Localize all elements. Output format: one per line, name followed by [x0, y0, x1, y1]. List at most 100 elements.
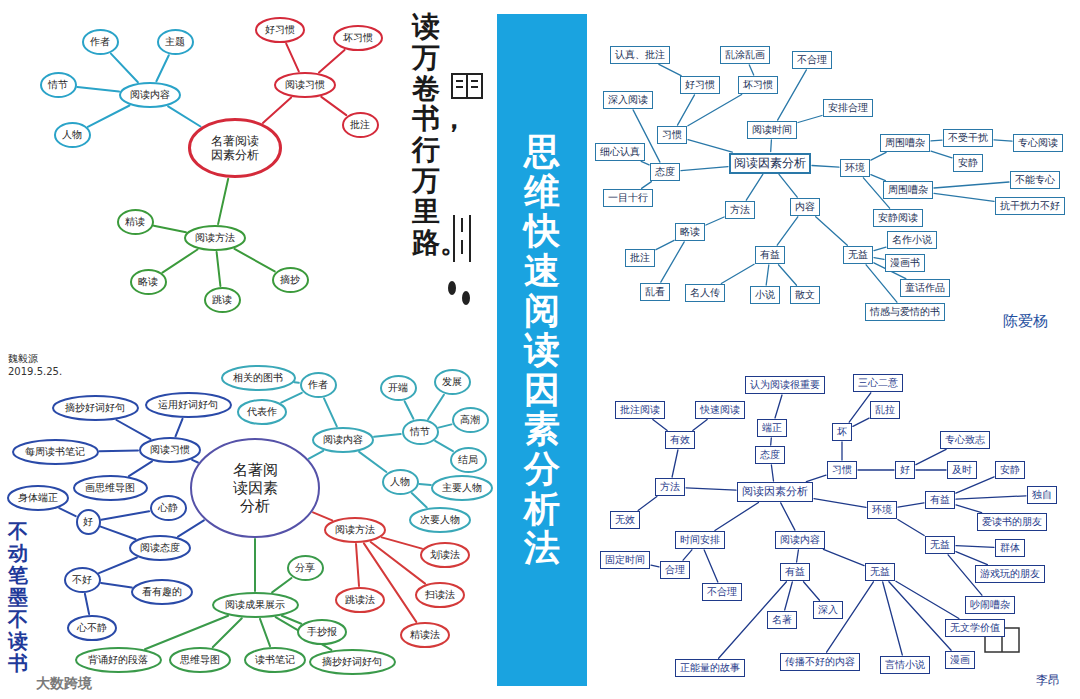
oval-shape [334, 26, 382, 50]
mind-map-oval: 次要人物 [409, 507, 471, 533]
mind-map-box: 名作小说 [887, 231, 937, 249]
mind-map-box: 端正 [757, 419, 787, 437]
oval-shape [185, 226, 245, 250]
connector-line [412, 493, 427, 507]
mind-map-box: 乱涂乱画 [720, 46, 770, 64]
connector-line [889, 582, 951, 651]
mind-map-oval: 跳读法 [335, 587, 385, 613]
mind-map-oval: 阅读成果展示 [212, 592, 299, 618]
connector-line [871, 175, 886, 181]
connector-line [770, 140, 772, 152]
title-band-text: 思维快速阅读因素分析法 [497, 14, 587, 686]
title-band [497, 14, 587, 686]
node-text: 名著阅读因素分析 [210, 134, 260, 163]
mind-map-box: 快速阅读 [695, 401, 745, 419]
connector-line [858, 469, 894, 470]
node-text: 阅读习惯 [150, 444, 190, 456]
oval-shape [401, 623, 449, 647]
connector-line [898, 503, 924, 507]
connector-line [101, 527, 136, 540]
node-text: 精读法 [410, 629, 440, 641]
node-text: 结局 [458, 454, 478, 466]
connector-line [816, 217, 848, 246]
mind-map-box: 不合理 [792, 51, 832, 69]
oval-shape [403, 420, 438, 444]
mind-map-oval: 阅读习惯 [139, 437, 201, 463]
signature: 陈爱杨 [1003, 312, 1048, 331]
oval-shape [74, 476, 147, 500]
node-text: 情感与爱情的书 [870, 306, 940, 318]
node-text: 作者 [90, 36, 110, 48]
mind-map-box: 传播不好的内容 [780, 653, 860, 671]
node-text: 独自 [1032, 489, 1052, 501]
connector-line [672, 450, 678, 477]
connector-line [931, 151, 952, 158]
connector-line [263, 98, 291, 123]
node-text: 固定时间 [605, 554, 645, 566]
oval-shape [288, 556, 323, 580]
connector-line [956, 477, 994, 493]
node-text: 摘抄好词好句 [322, 656, 382, 668]
oval-shape [298, 620, 346, 644]
connector-line [178, 520, 204, 536]
oval-shape [343, 113, 378, 137]
connector-line [806, 475, 826, 482]
connector-line [797, 550, 799, 562]
connector-line [715, 503, 759, 531]
connector-line [688, 95, 742, 126]
mind-map-oval: 情节 [402, 419, 439, 445]
connector-line [156, 55, 168, 81]
node-text: 安静阅读 [878, 212, 918, 224]
connector-line [778, 70, 807, 120]
node-text: 心不静 [77, 622, 107, 634]
oval-shape [383, 470, 418, 494]
mind-map-box: 情感与爱情的书 [865, 303, 945, 321]
mind-map-box: 深入 [813, 601, 843, 619]
oval-shape [130, 536, 190, 560]
oval-shape [435, 370, 470, 394]
node-text: 名著阅读因素分析 [230, 461, 280, 515]
calligraphy-text: 读万卷书，行万里路。 [412, 12, 440, 258]
mind-map-oval: 阅读态度 [129, 535, 191, 561]
node-text: 小说 [755, 289, 775, 301]
node-text: 传播不好的内容 [785, 656, 855, 668]
mind-map-oval: 阅读内容 [119, 82, 181, 108]
node-text: 深入 [818, 604, 838, 616]
node-text: 人物 [62, 129, 82, 141]
node-text: 童话作品 [905, 282, 945, 294]
node-text: 略读 [138, 276, 158, 288]
node-text: 运用好词好句 [158, 399, 218, 411]
node-text: 高潮 [460, 414, 480, 426]
connector-line [874, 258, 884, 260]
oval-shape [41, 73, 76, 97]
node-text: 情节 [48, 79, 68, 91]
mind-map-box: 童话作品 [900, 279, 950, 297]
node-text: 阅读方法 [195, 232, 235, 244]
connector-line [994, 140, 1012, 141]
oval-shape [140, 438, 200, 462]
node-text: 方法 [730, 204, 750, 216]
oval-shape [381, 376, 416, 400]
connector-line [812, 166, 839, 168]
mind-map-box: 有益 [755, 246, 785, 264]
connector-line [777, 217, 798, 245]
oval-shape [256, 18, 304, 42]
connector-line [281, 393, 302, 403]
node-text: 漫画书 [890, 257, 920, 269]
mind-map-oval: 摘抄 [272, 267, 309, 293]
node-text: 言情小说 [885, 659, 925, 671]
mind-map-box: 好习惯 [680, 76, 720, 94]
connector-line [295, 381, 299, 384]
oval-shape [245, 648, 305, 672]
mind-map-box: 散文 [790, 286, 820, 304]
mind-map-oval: 结局 [450, 447, 487, 473]
node-text: 批注阅读 [620, 404, 660, 416]
author-note: 魏毅源 [8, 352, 38, 366]
connector-line [931, 139, 942, 141]
node-text: 抗干扰力不好 [1000, 200, 1060, 212]
mind-map-oval: 高潮 [452, 407, 489, 433]
connector-line [693, 420, 707, 431]
connector-line [324, 398, 337, 426]
node-text: 跳读 [212, 294, 232, 306]
connector-line [770, 438, 772, 445]
